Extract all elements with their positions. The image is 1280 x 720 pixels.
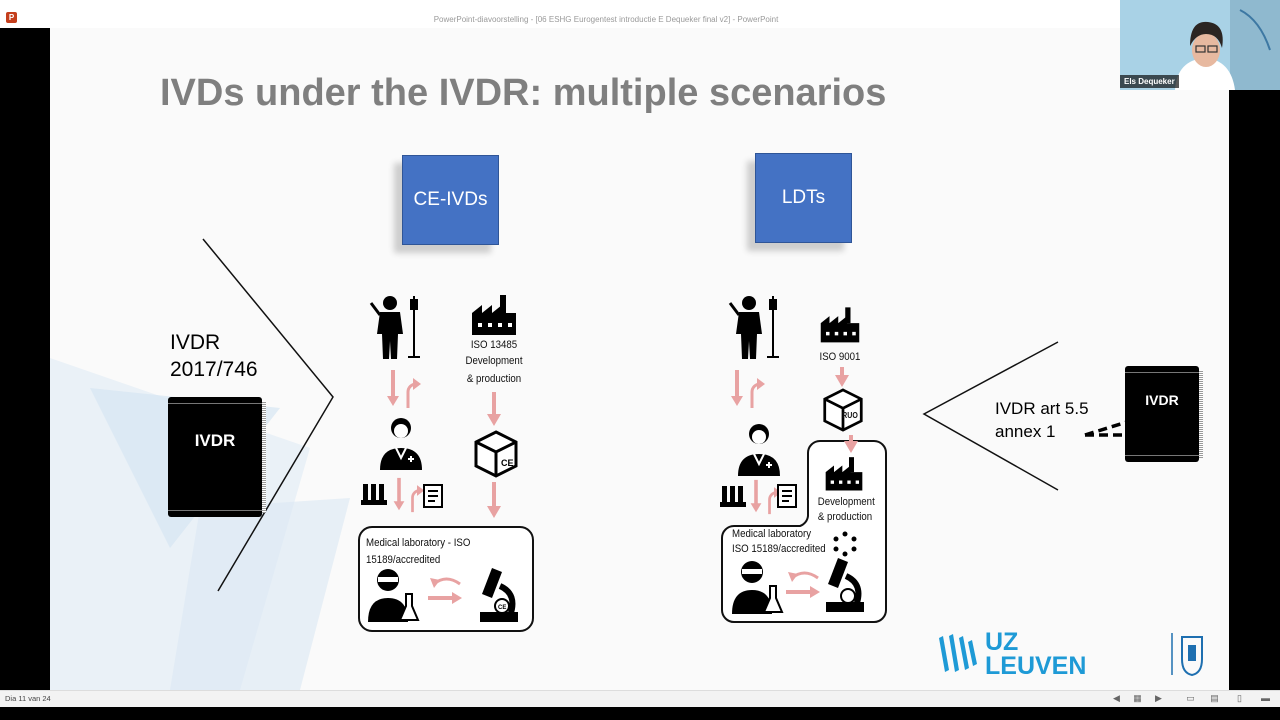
development-label: Development	[465, 355, 523, 367]
reading-view-icon[interactable]: ▯	[1237, 693, 1242, 703]
down-arrow-icon	[487, 392, 501, 426]
slide-counter: Dia 11 van 24	[5, 694, 51, 703]
exchange-arrows-icon-ldt	[786, 571, 820, 598]
window-titlebar: P PowerPoint-diavoorstelling - [06 ESHG …	[0, 0, 1280, 29]
factory-icon-ldt	[820, 307, 860, 343]
ruo-label: RUO	[842, 411, 858, 420]
cycle-icon	[833, 531, 857, 557]
next-slide-icon[interactable]: ▶	[1155, 693, 1162, 703]
lab-label-line1: Medical laboratory - ISO	[366, 537, 471, 549]
left-letterbox	[0, 28, 50, 690]
production-label: & production	[466, 373, 522, 385]
ce-medical-lab-box: Medical laboratory - ISO 15189/accredite…	[358, 526, 534, 632]
normal-view-icon[interactable]: ▭	[1186, 693, 1195, 703]
ldt-lab-label-line1: Medical laboratory	[732, 528, 812, 540]
ivdr-book-right: IVDR	[1125, 366, 1203, 462]
slideshow-view-icon[interactable]: ▬	[1261, 693, 1270, 703]
test-tubes-icon	[361, 484, 387, 505]
ruo-box-icon	[823, 388, 863, 432]
right-letterbox	[1229, 90, 1280, 690]
test-tubes-icon-ldt	[720, 486, 746, 507]
patient-iv-icon-ldt	[728, 296, 779, 359]
patient-iv-icon	[369, 296, 420, 359]
ivdr-article-label: IVDR art 5.5	[995, 399, 1089, 418]
slide-title: IVDs under the IVDR: multiple scenarios	[160, 72, 887, 114]
microscope-ldt-icon	[826, 558, 864, 612]
lab-scientist-icon	[368, 569, 420, 622]
book-label: IVDR	[194, 431, 236, 450]
window-title: PowerPoint-diavoorstelling - [06 ESHG Eu…	[433, 15, 779, 24]
connector-lines	[202, 238, 1128, 592]
ivdr-book-left: IVDR	[168, 397, 266, 517]
status-bar: Dia 11 van 24 ◀ ▦ ▶ ▭ ▤ ▯ ▬	[0, 690, 1280, 707]
ce-box-icon: CE	[474, 430, 518, 478]
doctor-icon	[380, 418, 422, 470]
ldt-development-label: Development	[817, 496, 875, 508]
microscope-ce-icon: CE	[480, 568, 518, 622]
uz-leuven-logo-mark	[939, 634, 977, 672]
slide-sorter-icon[interactable]: ▦	[1133, 693, 1142, 703]
bidirectional-arrows-icon-ldt	[731, 370, 765, 408]
ldt-production-label: & production	[817, 511, 873, 523]
ldt-lab-label-line2: ISO 15189/accredited	[732, 543, 826, 555]
logo-text-uz: UZ	[985, 628, 1019, 656]
logo-text-leuven: LEUVEN	[985, 652, 1087, 680]
ku-leuven-seal-icon	[1171, 633, 1203, 677]
webcam-view[interactable]: Els Dequeker	[1120, 0, 1280, 90]
down-arrow-icon-ldt-2	[844, 435, 858, 453]
svg-text:CE: CE	[498, 605, 506, 611]
doctor-icon-ldt	[738, 424, 780, 476]
uz-leuven-logo: UZ LEUVEN	[935, 628, 1087, 680]
bottom-letterbox	[0, 707, 1280, 720]
grid-view-icon[interactable]: ▤	[1210, 693, 1219, 703]
lab-label-line2: 15189/accredited	[366, 554, 441, 566]
document-icon	[423, 484, 443, 508]
book-label-right: IVDR	[1145, 392, 1179, 408]
exchange-arrows-icon	[428, 577, 462, 604]
powerpoint-icon: P	[6, 12, 17, 23]
slide: IVDs under the IVDR: multiple scenarios …	[50, 28, 1229, 690]
ivdr-number-label: 2017/746	[170, 358, 258, 381]
bidirectional-arrows-icon-2	[393, 477, 425, 513]
factory-icon-ldt-dev	[825, 457, 863, 491]
annex-label: annex 1	[995, 422, 1056, 441]
svg-text:CE: CE	[501, 458, 514, 468]
bidirectional-arrows-icon	[387, 370, 421, 408]
iso-9001-label: ISO 9001	[819, 351, 861, 363]
ivdr-label: IVDR	[170, 331, 221, 354]
lab-scientist-icon-ldt	[732, 561, 784, 614]
down-arrow-icon-2	[487, 482, 501, 518]
previous-slide-icon[interactable]: ◀	[1113, 693, 1120, 703]
document-icon-ldt	[777, 484, 797, 508]
down-arrow-icon-ldt	[835, 367, 849, 387]
iso-13485-label: ISO 13485	[470, 339, 518, 351]
participant-name: Els Dequeker	[1120, 75, 1179, 88]
ldts-box: LDTs	[755, 153, 852, 243]
factory-icon	[472, 295, 516, 335]
ce-ivds-box: CE-IVDs	[402, 155, 499, 245]
